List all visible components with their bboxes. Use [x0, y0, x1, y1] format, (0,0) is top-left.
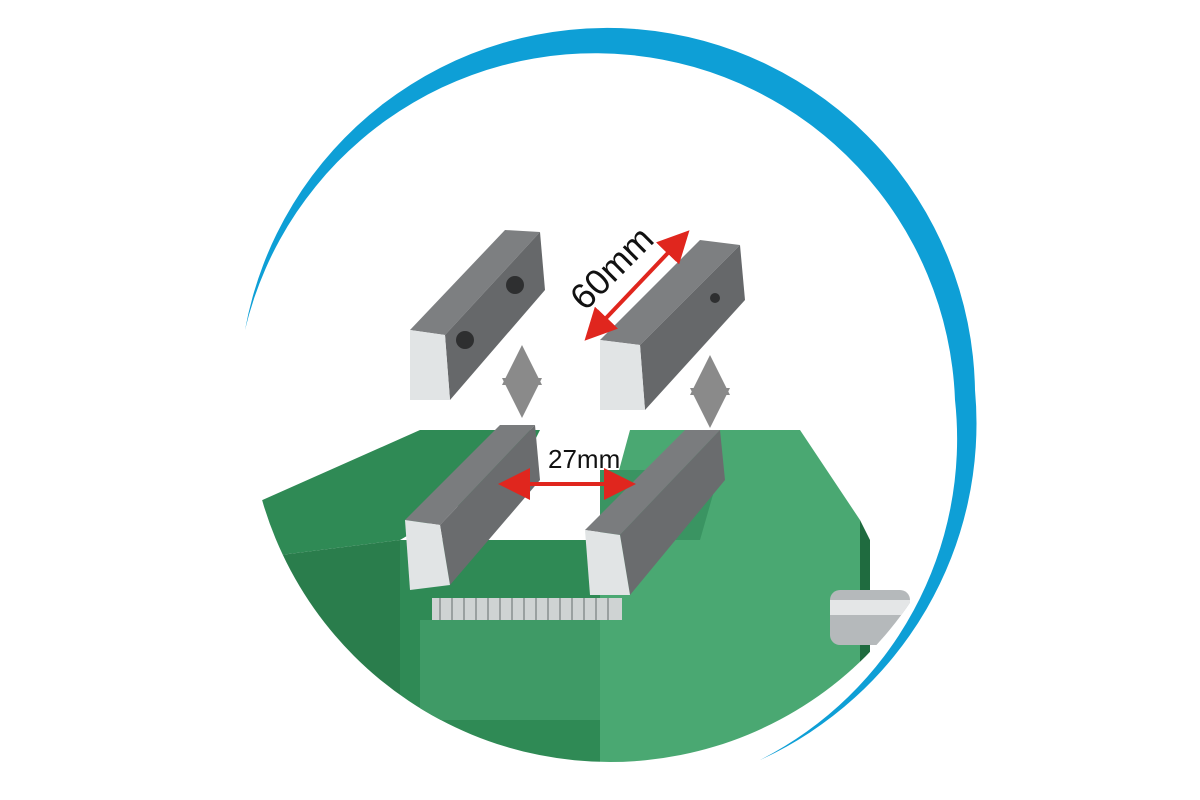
loose-jaw-left [410, 230, 545, 400]
jaw-opening-label: 27mm [548, 444, 620, 474]
length-dimension-arrow [584, 230, 690, 341]
mounted-jaw-right [585, 430, 725, 595]
mounted-jaw-left [405, 425, 540, 590]
